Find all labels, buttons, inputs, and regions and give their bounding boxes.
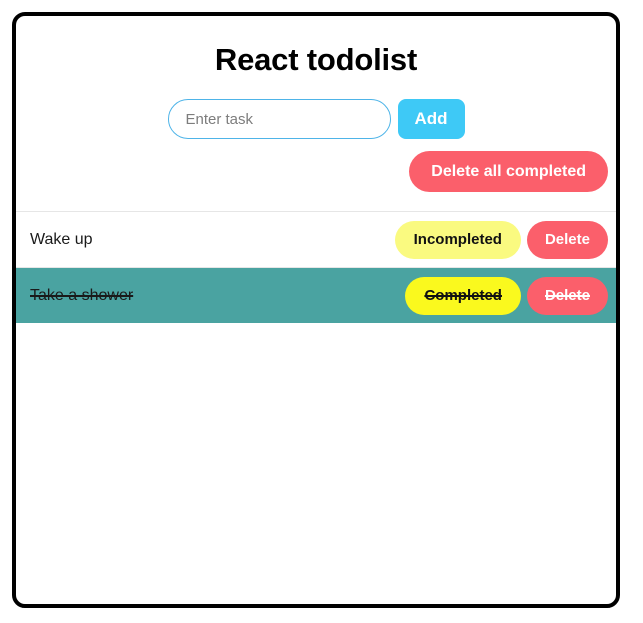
todo-item-actions: Completed Delete [405,276,608,315]
todo-list-item[interactable]: Take a shower Completed Delete [16,267,616,323]
todo-item-text: Take a shower [30,286,134,304]
todo-delete-button[interactable]: Delete [526,220,608,259]
add-task-button[interactable]: Add [397,99,465,139]
task-input[interactable] [167,99,391,139]
todo-delete-button[interactable]: Delete [526,276,608,315]
todo-status-toggle-button[interactable]: Completed [405,276,521,315]
todo-list-item[interactable]: Wake up Incompleted Delete [16,211,616,267]
todo-list: Wake up Incompleted Delete Take a shower… [16,211,616,323]
page-title: React todolist [214,42,418,77]
task-entry-row: Add [16,99,616,139]
todo-status-toggle-button[interactable]: Incompleted [394,220,521,259]
todo-app-card: React todolist Add Delete all completed … [12,12,620,608]
todo-item-text: Wake up [30,230,93,248]
delete-all-completed-button[interactable]: Delete all completed [409,151,608,192]
delete-all-row: Delete all completed [16,151,616,192]
todo-item-actions: Incompleted Delete [394,220,608,259]
